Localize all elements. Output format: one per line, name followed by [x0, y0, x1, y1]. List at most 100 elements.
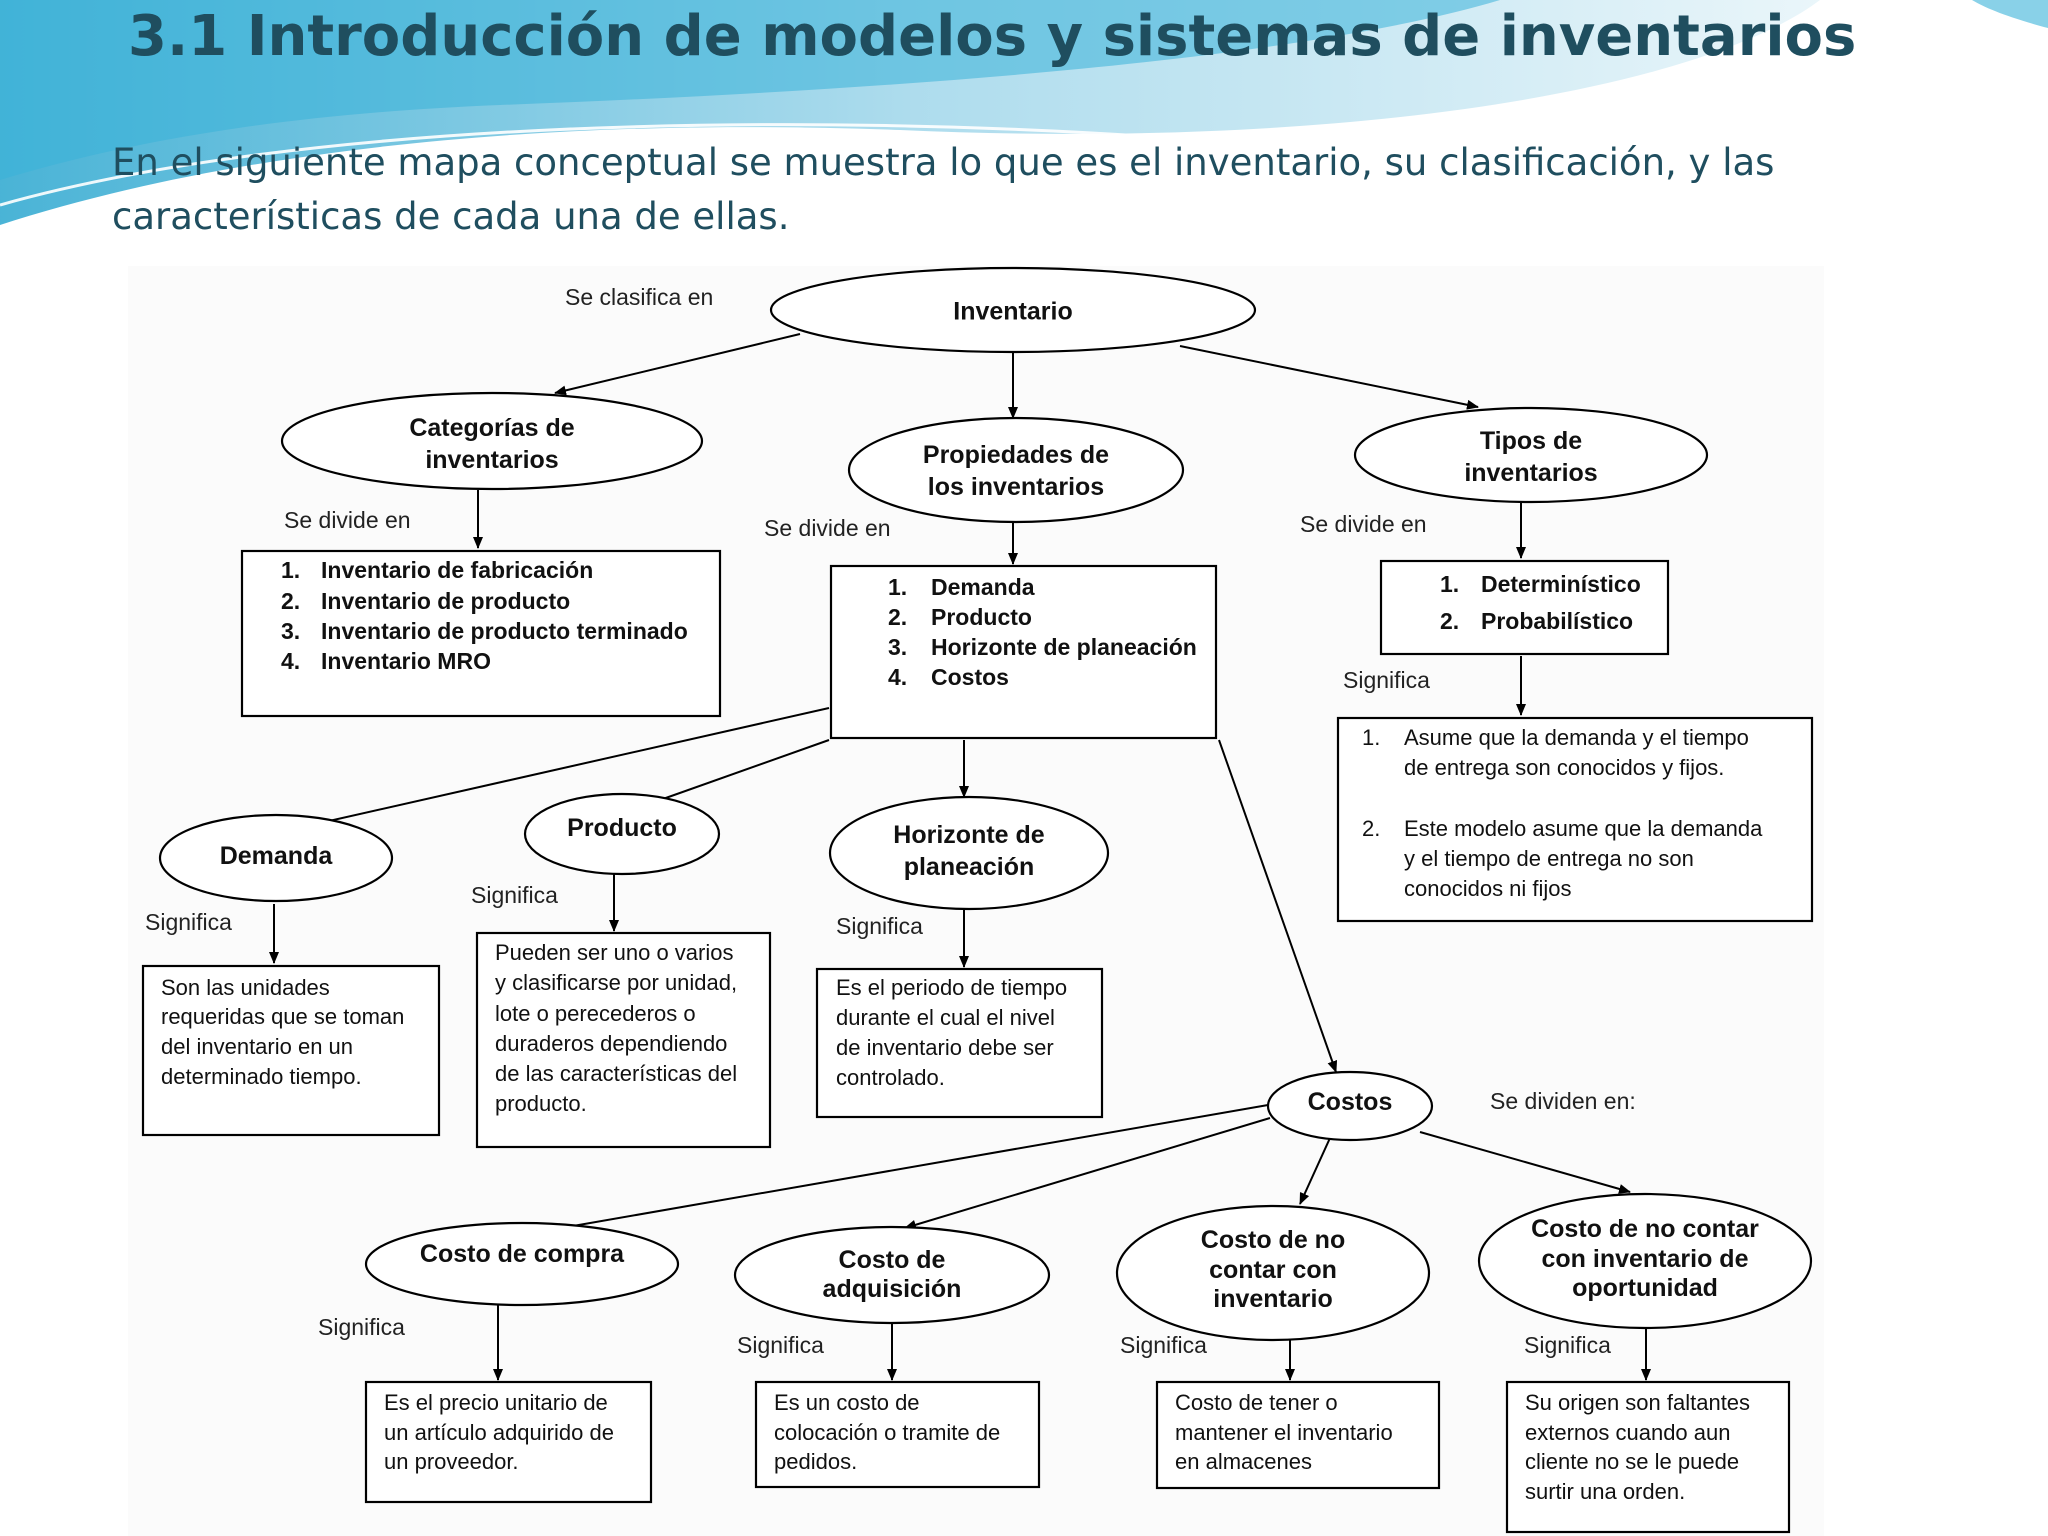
edges [269, 333, 1651, 1381]
link-label-tipos-significa: Significa [1343, 667, 1430, 693]
definition-costo-adquisicion-line1: Es un costo de [774, 1390, 920, 1415]
list-propiedades: 1. Demanda 2. Producto 3. Horizonte de p… [829, 564, 1218, 740]
definition-costo-no-contar-line2: mantener el inventario [1175, 1420, 1393, 1445]
node-horizonte: Horizonte de planeación [828, 795, 1110, 911]
definition-demanda-line3: del inventario en un [161, 1034, 353, 1059]
slide-subtitle: En el siguiente mapa conceptual se muest… [112, 141, 1775, 238]
definition-tipos-2-line1: Este modelo asume que la demanda [1404, 816, 1763, 841]
definition-demanda-line2: requeridas que se toman [161, 1004, 404, 1029]
edge-costos-compra [549, 1104, 1269, 1234]
definition-horizonte-line4: controlado. [836, 1065, 945, 1090]
list-propiedades-item-4: Costos [931, 664, 1009, 690]
definition-costo-oportunidad-line2: externos cuando aun [1525, 1420, 1731, 1445]
node-inventario: Inventario [769, 266, 1257, 354]
link-label-horizonte: Significa [836, 913, 923, 939]
edge-list-producto [645, 739, 830, 807]
node-propiedades: Propiedades de los inventarios [847, 416, 1185, 524]
link-label-tipos: Se divide en [1300, 511, 1427, 537]
list-categorias-num-1: 1. [281, 557, 300, 583]
definition-costo-oportunidad: Su origen son faltantes externos cuando … [1505, 1380, 1791, 1534]
definition-horizonte-line1: Es el periodo de tiempo [836, 975, 1067, 1000]
definition-costo-no-contar-line1: Costo de tener o [1175, 1390, 1338, 1415]
definition-costo-compra-line3: un proveedor. [384, 1449, 519, 1474]
edge-costos-adquisicion [904, 1117, 1271, 1230]
definition-costo-no-contar: Costo de tener o mantener el inventario … [1155, 1380, 1441, 1490]
list-categorias: 1. Inventario de fabricación 2. Inventar… [240, 549, 722, 718]
link-label-categorias: Se divide en [284, 507, 411, 533]
node-demanda: Demanda [158, 813, 394, 903]
link-label-root: Se clasifica en [565, 284, 713, 310]
node-tipos-line1: Tipos de [1480, 427, 1582, 455]
link-label-no-contar: Significa [1120, 1332, 1207, 1358]
list-categorias-num-4: 4. [281, 648, 300, 674]
list-categorias-item-1: Inventario de fabricación [321, 557, 593, 583]
node-horizonte-line2: planeación [904, 853, 1035, 881]
node-costos-label: Costos [1308, 1088, 1393, 1116]
node-costo-oportunidad-line3: oportunidad [1572, 1274, 1718, 1302]
definition-costo-adquisicion: Es un costo de colocación o tramite de p… [754, 1380, 1041, 1489]
node-costo-no-contar: Costo de no contar con inventario [1115, 1204, 1431, 1342]
definition-costo-compra-line1: Es el precio unitario de [384, 1390, 608, 1415]
list-tipos-item-2: Probabilístico [1481, 608, 1633, 634]
definition-producto-line2: y clasificarse por unidad, [495, 970, 737, 995]
edge-list-costos [1218, 739, 1338, 1073]
node-demanda-label: Demanda [220, 842, 334, 870]
list-propiedades-num-2: 2. [888, 604, 907, 630]
link-labels: Se clasifica en Se divide en Se divide e… [145, 284, 1636, 1358]
node-costo-adquisicion: Costo de adquisición [733, 1225, 1051, 1325]
node-costo-oportunidad: Costo de no contar con inventario de opo… [1477, 1192, 1813, 1330]
definition-costo-compra: Es el precio unitario de un artículo adq… [364, 1380, 653, 1504]
definition-horizonte-line2: durante el cual el nivel [836, 1005, 1055, 1030]
node-costo-oportunidad-line2: con inventario de [1542, 1245, 1749, 1273]
node-costo-no-contar-line3: inventario [1213, 1285, 1332, 1313]
node-horizonte-line1: Horizonte de [893, 821, 1044, 849]
definition-tipos-2-line3: conocidos ni fijos [1404, 876, 1572, 901]
slide-title: 3.1 Introducción de modelos y sistemas d… [128, 4, 1857, 69]
definition-tipos-2-line2: y el tiempo de entrega no son [1404, 846, 1694, 871]
definition-costo-adquisicion-line3: pedidos. [774, 1449, 857, 1474]
node-tipos-line2: inventarios [1464, 459, 1597, 487]
edge-list-demanda [297, 707, 830, 831]
list-propiedades-num-3: 3. [888, 634, 907, 660]
definition-costo-compra-line2: un artículo adquirido de [384, 1420, 614, 1445]
node-producto-label: Producto [567, 814, 677, 842]
link-label-costos: Se dividen en: [1490, 1088, 1636, 1114]
list-propiedades-num-1: 1. [888, 574, 907, 600]
definition-costo-oportunidad-line1: Su origen son faltantes [1525, 1390, 1750, 1415]
list-propiedades-num-4: 4. [888, 664, 907, 690]
definition-tipos: 1. Asume que la demanda y el tiempo de e… [1336, 716, 1814, 923]
definition-tipos-1-line2: de entrega son conocidos y fijos. [1404, 755, 1724, 780]
node-costo-no-contar-line2: contar con [1209, 1256, 1337, 1284]
edge-costos-oportunidad [1419, 1131, 1631, 1194]
list-propiedades-item-2: Producto [931, 604, 1032, 630]
definition-producto-line4: duraderos dependiendo [495, 1031, 727, 1056]
definition-costo-oportunidad-line3: cliente no se le puede [1525, 1449, 1739, 1474]
node-costo-no-contar-line1: Costo de no [1201, 1226, 1345, 1254]
link-label-producto: Significa [471, 882, 558, 908]
node-costo-compra: Costo de compra [364, 1221, 680, 1307]
node-inventario-label: Inventario [953, 298, 1072, 326]
node-costo-adquisicion-line1: Costo de [839, 1246, 946, 1274]
node-propiedades-line2: los inventarios [928, 473, 1104, 501]
link-label-adquisicion: Significa [737, 1332, 824, 1358]
header-wave-decoration [0, 0, 2048, 225]
node-producto: Producto [523, 792, 721, 876]
list-categorias-item-2: Inventario de producto [321, 588, 570, 614]
definition-demanda-line4: determinado tiempo. [161, 1064, 362, 1089]
definition-demanda: Son las unidades requeridas que se toman… [141, 964, 441, 1137]
list-tipos-item-1: Determinístico [1481, 571, 1641, 597]
node-costos: Costos [1266, 1070, 1434, 1142]
definition-producto-line3: lote o perecederos o [495, 1001, 696, 1026]
definition-costo-adquisicion-line2: colocación o tramite de [774, 1420, 1000, 1445]
definition-producto-line6: producto. [495, 1091, 587, 1116]
node-categorias: Categorías de inventarios [280, 391, 704, 491]
list-categorias-num-3: 3. [281, 618, 300, 644]
list-propiedades-item-1: Demanda [931, 574, 1035, 600]
node-categorias-line1: Categorías de [409, 414, 574, 442]
definition-tipos-num-1: 1. [1362, 725, 1380, 750]
definition-producto-line5: de las características del [495, 1061, 737, 1086]
list-tipos: 1. Determinístico 2. Probabilístico [1379, 559, 1670, 656]
edge-root-tipos [1179, 345, 1479, 410]
node-categorias-line2: inventarios [425, 446, 558, 474]
